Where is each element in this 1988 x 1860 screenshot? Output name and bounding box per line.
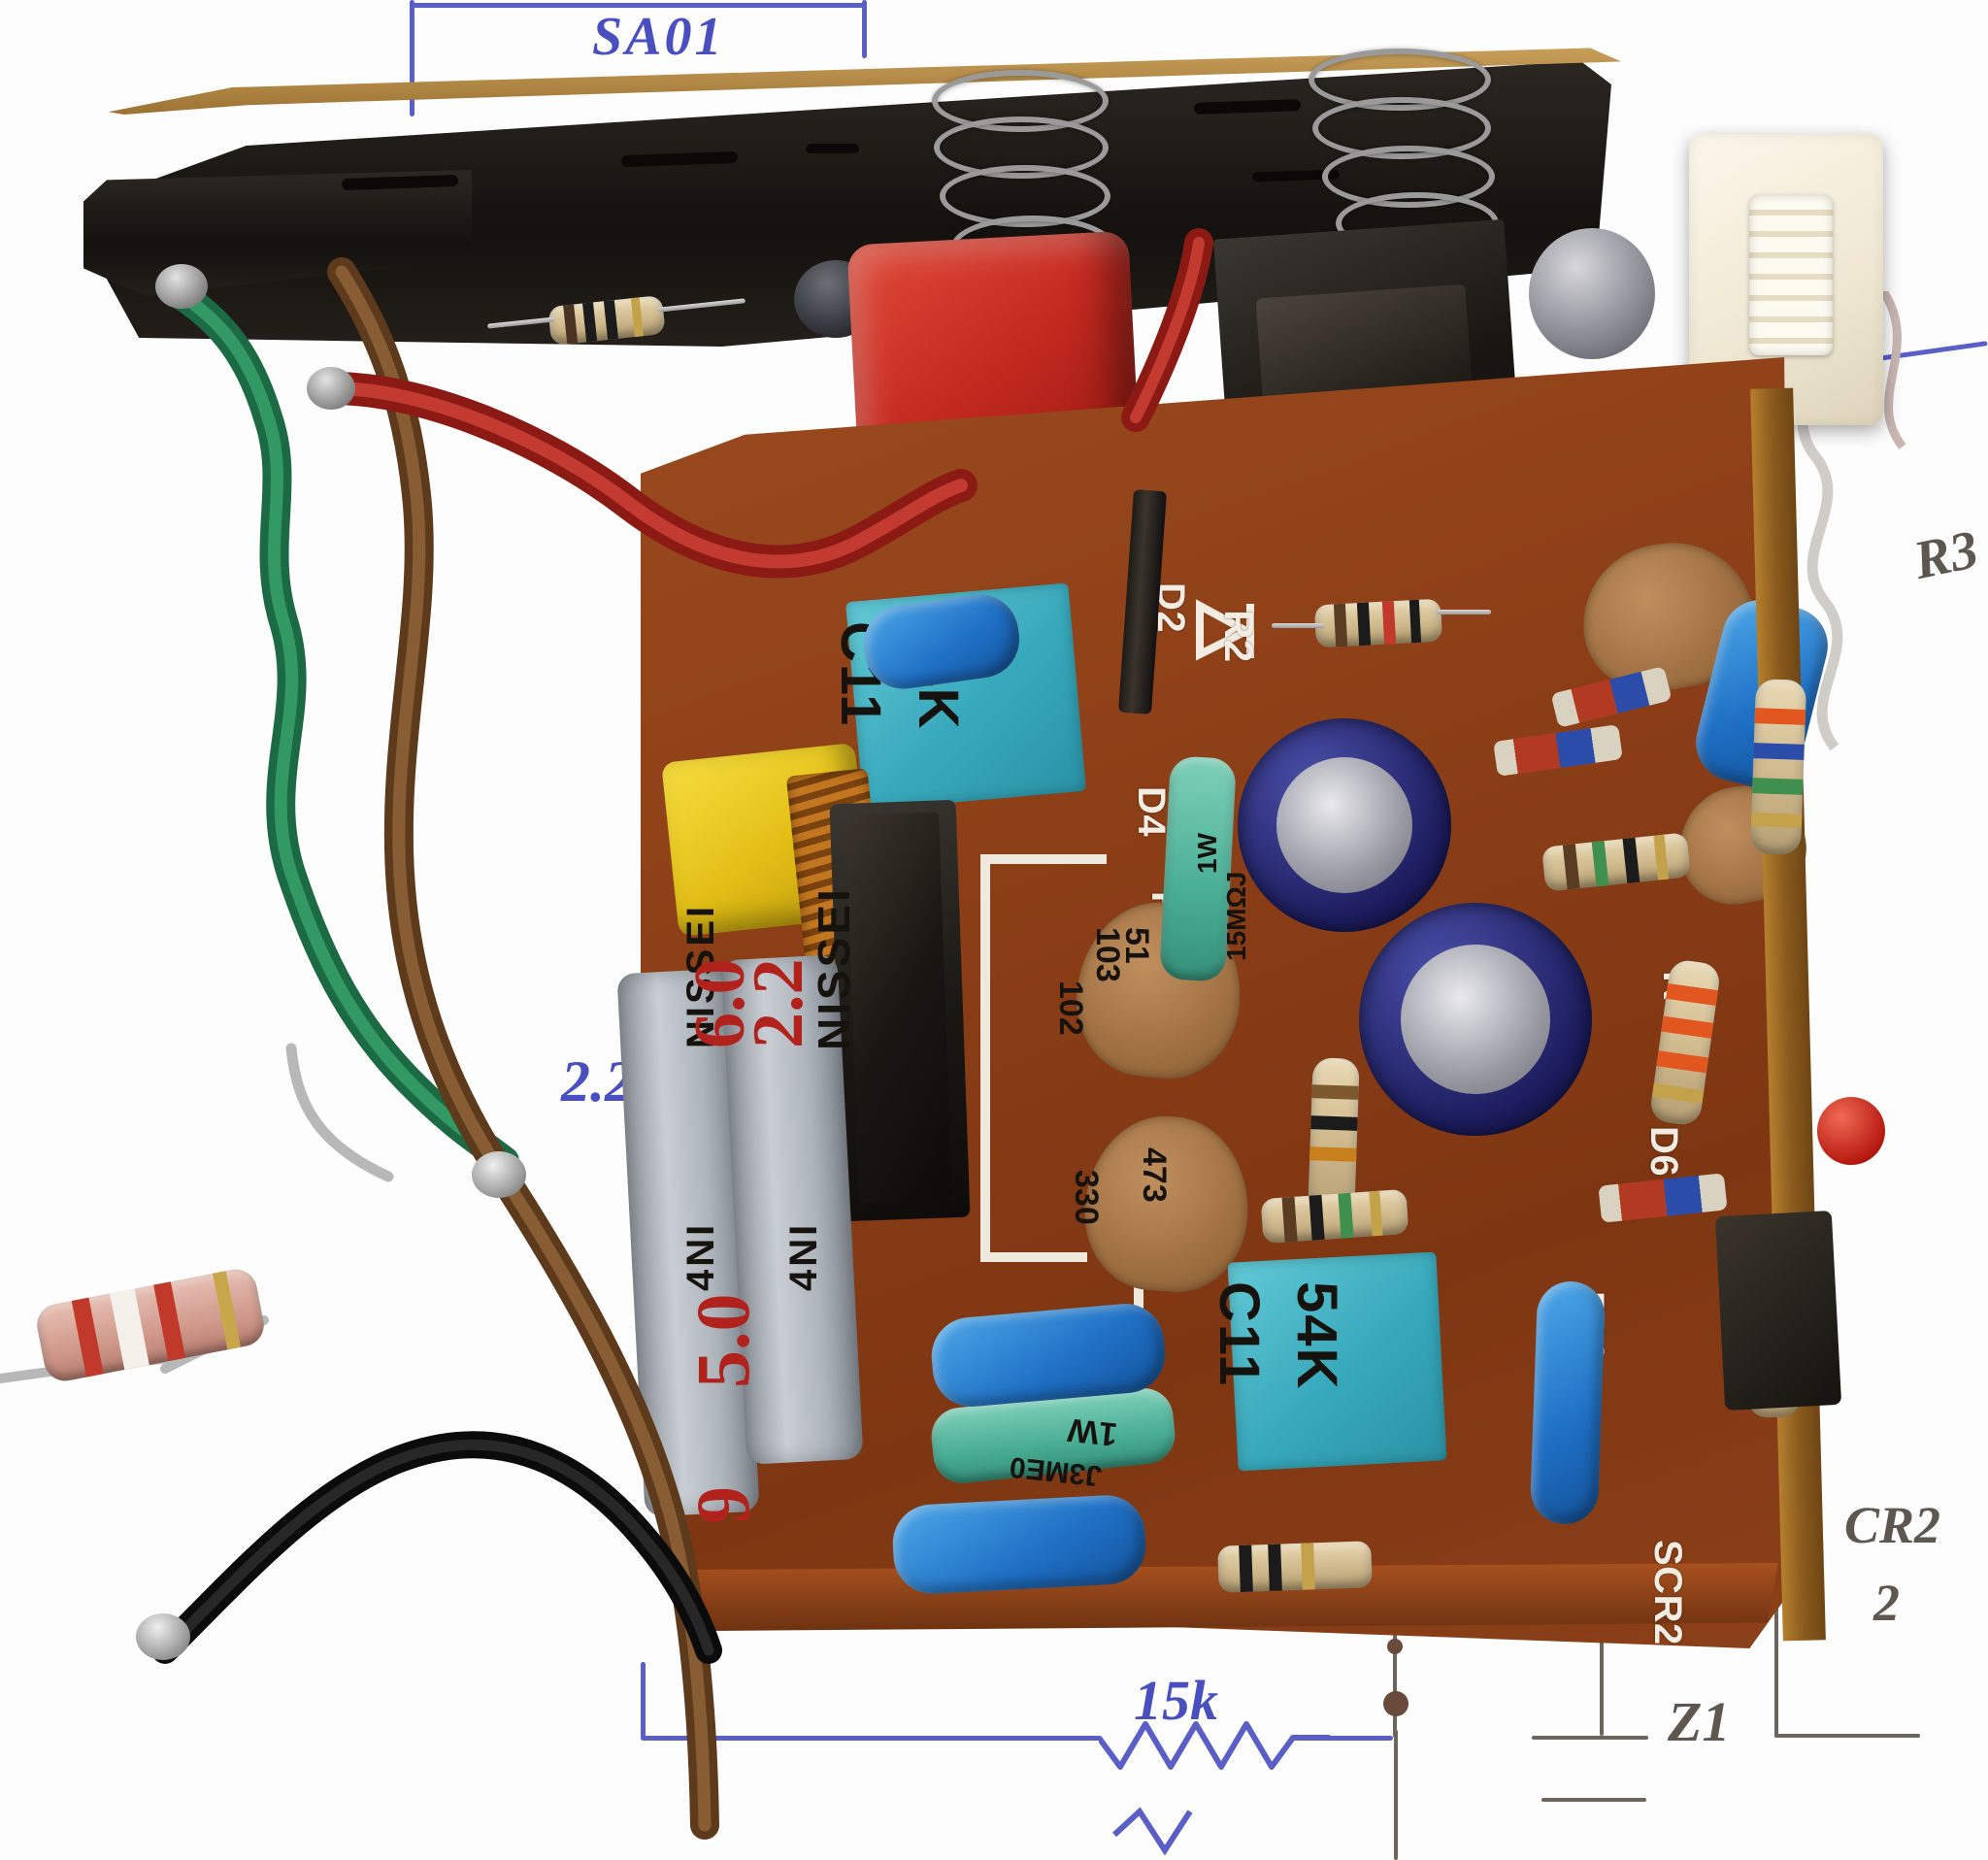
- schematic-wire-bl-h: [641, 1736, 1102, 1741]
- schematic-node-1: [1383, 1691, 1408, 1716]
- schematic-wire-bl-v: [641, 1662, 646, 1740]
- schematic-wire-top: [410, 3, 866, 8]
- silk-trace-3: [980, 1252, 1087, 1262]
- schematic-label-z1: Z1: [1668, 1690, 1731, 1753]
- right-resistor-1: [1749, 679, 1807, 855]
- solder-blob-3: [472, 1151, 526, 1198]
- resistor-green-h-mark-1w: 1W: [1066, 1411, 1119, 1453]
- upper-board-slot-3: [806, 144, 859, 153]
- schematic-node-2: [1387, 1639, 1403, 1654]
- silk-trace-2: [980, 854, 1107, 864]
- solder-blob-2: [307, 367, 355, 410]
- blue-cap-3: [890, 1493, 1148, 1596]
- loose-resistor-pink[interactable]: [33, 1265, 268, 1385]
- schematic-pencil-h4: [1774, 1734, 1920, 1738]
- schematic-pencil-v4: [1774, 1592, 1778, 1738]
- right-black-block: [1714, 1210, 1842, 1412]
- schematic-label-sa01: SA01: [592, 7, 725, 67]
- schematic-pencil-v1: [1393, 1623, 1397, 1738]
- schematic-pencil-v2: [1394, 1730, 1398, 1860]
- silk-trace-1: [980, 854, 990, 1146]
- right-red-led: [1817, 1097, 1885, 1165]
- solder-blob-1: [155, 264, 208, 309]
- capacitor-hand-mark-9: 9: [680, 1486, 765, 1524]
- resistor-r2: [1313, 598, 1443, 648]
- electrolytic-1: [1238, 718, 1451, 932]
- disc-cap-330-line1: 330: [1068, 1170, 1105, 1225]
- slide-switch-actuator[interactable]: [1749, 194, 1833, 355]
- capacitor-4ni-mark-1: 4NI: [679, 1221, 722, 1291]
- capacitor-c11-bottom-line1: C11: [1208, 1281, 1271, 1388]
- electrolytic-2: [1359, 903, 1592, 1136]
- schematic-cap-plate-top: [1532, 1736, 1648, 1740]
- resistor-green-mark-2: 15MΩJ: [1221, 871, 1251, 962]
- schematic-wire-top-left: [410, 0, 414, 116]
- blue-cap-4: [1529, 1279, 1607, 1526]
- silk-label-scr2-text: SCR2: [1646, 1540, 1689, 1645]
- disc-cap-473-line1: 473: [1136, 1147, 1173, 1203]
- schematic-symbol-extra: [1111, 1807, 1193, 1856]
- resistor-r5: [1308, 1057, 1360, 1214]
- schematic-wire-top-right: [862, 0, 867, 58]
- schematic-pencil-v3: [1600, 1611, 1604, 1736]
- silk-label-r2: R2: [1216, 610, 1262, 663]
- resistor-bottom: [1217, 1541, 1373, 1593]
- silk-label-d6: D6: [1642, 1126, 1685, 1178]
- disc-cap-102-line1: 102: [1052, 980, 1089, 1036]
- capacitor-c11-bottom-line2: 54K: [1285, 1281, 1348, 1391]
- capacitor-4ni-mark-2: 4NI: [782, 1221, 825, 1291]
- resistor-r2-lead-r: [1437, 610, 1491, 614]
- solder-blob-4: [136, 1613, 190, 1660]
- schematic-label-cr2-num: 2: [1873, 1574, 1900, 1632]
- resistor-green-mark-1w: 1W: [1192, 833, 1222, 874]
- black-module-face: [845, 812, 952, 1204]
- resistor-r2-lead-l: [1272, 623, 1324, 628]
- silk-label-scr2: SCR2: [1646, 1540, 1689, 1645]
- capacitor-hand-mark-50: 5.0: [680, 1293, 765, 1389]
- schematic-wire-br-h: [1291, 1736, 1393, 1741]
- electrolytic-upper: [1529, 228, 1655, 359]
- capacitor-hand-mark-22: 2.2: [739, 958, 818, 1049]
- diode-symbol-silk: [1196, 599, 1255, 661]
- schematic-label-15k: 15k: [1134, 1669, 1218, 1732]
- silk-trace-4: [980, 1146, 990, 1260]
- schematic-label-cr2: CR2: [1844, 1496, 1941, 1554]
- disc-cap-51-103-line2: 103: [1089, 927, 1126, 982]
- schematic-cap-plate-bottom: [1541, 1798, 1646, 1802]
- schematic-resistor-symbol: [1099, 1721, 1330, 1770]
